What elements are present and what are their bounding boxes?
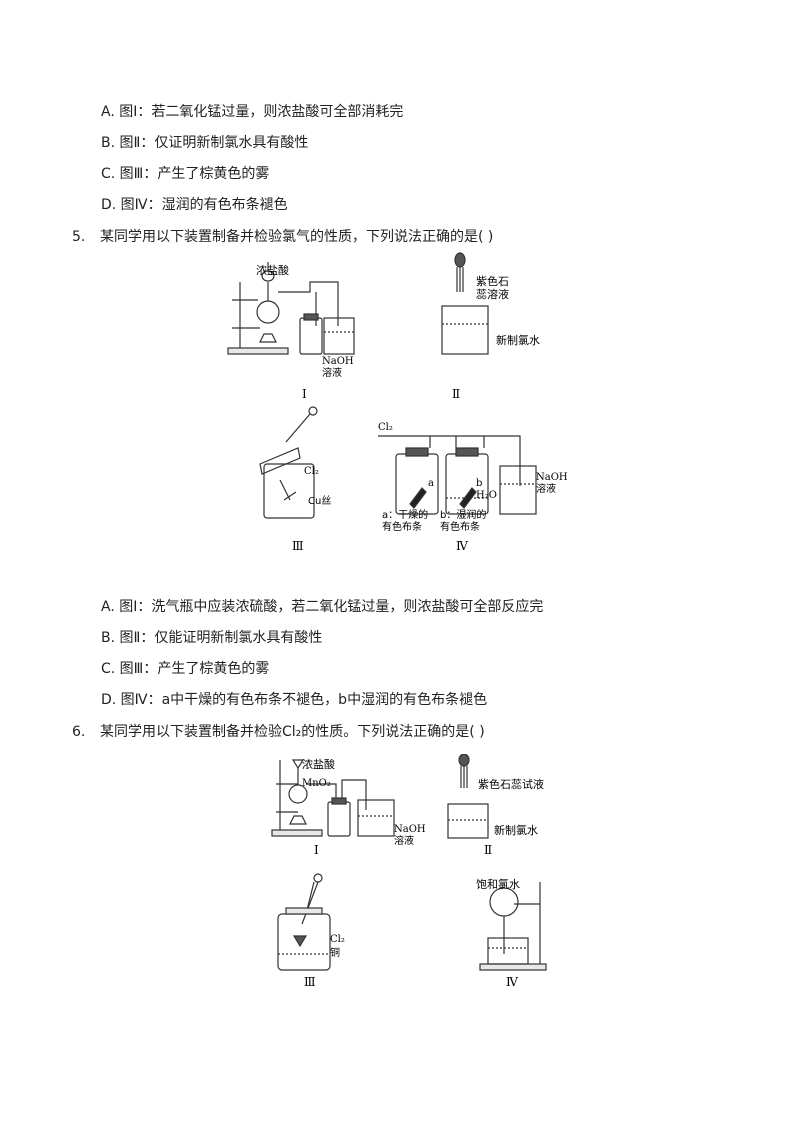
q4-option-a: A. 图Ⅰ：若二氧化锰过量，则浓盐酸可全部消耗完 bbox=[101, 104, 404, 120]
q5-iv-b-label: b bbox=[476, 478, 482, 489]
q5-option-b: B. 图Ⅱ：仅能证明新制氯水具有酸性 bbox=[101, 630, 323, 646]
q5-i-label: Ⅰ bbox=[302, 387, 307, 401]
q6-iii-metal-label: 铜 bbox=[330, 947, 340, 959]
q5-iv-caption-a-1: a：干燥的 bbox=[382, 508, 428, 521]
q5-i-naoh-label-1: NaOH bbox=[322, 356, 354, 367]
q5-apparatus-4 bbox=[378, 435, 537, 515]
q5-i-naoh-label-2: 溶液 bbox=[322, 366, 342, 379]
q5-figure: 浓盐酸 NaOH 溶液 Ⅰ 紫色石 蕊溶液 新制氯水 Ⅱ Cl₂ Cu丝 Ⅲ C… bbox=[227, 252, 568, 553]
q5-ii-dropper-label-2: 蕊溶液 bbox=[476, 287, 509, 301]
q6-figure: 浓盐酸 MnO₂ NaOH 溶液 Ⅰ 紫色石蕊试液 新制氯水 Ⅱ Cl₂ 铜 Ⅲ… bbox=[271, 754, 547, 989]
q6-number: 6. bbox=[72, 724, 86, 740]
q6-i-acid-label: 浓盐酸 bbox=[302, 757, 335, 771]
q5-iii-wire-label: Cu丝 bbox=[308, 495, 331, 507]
q4-option-d: D. 图Ⅳ：湿润的有色布条褪色 bbox=[101, 197, 288, 213]
q5-apparatus-1 bbox=[227, 262, 355, 355]
q4-option-c: C. 图Ⅲ：产生了棕黄色的雾 bbox=[101, 166, 270, 182]
q5-apparatus-2 bbox=[441, 252, 489, 355]
q5-iv-caption-b-2: 有色布条 bbox=[440, 520, 480, 533]
q5-iv-a-label: a bbox=[428, 478, 434, 489]
q5-iii-label: Ⅲ bbox=[292, 539, 304, 553]
q5-ii-label: Ⅱ bbox=[452, 387, 460, 401]
q5-iv-naoh-label-1: NaOH bbox=[536, 472, 568, 483]
q5-ii-water-label: 新制氯水 bbox=[496, 333, 540, 347]
q6-apparatus-4 bbox=[479, 882, 547, 971]
q5-option-c: C. 图Ⅲ：产生了棕黄色的雾 bbox=[101, 661, 270, 677]
q5-iv-gas-label: Cl₂ bbox=[378, 422, 393, 433]
q5-iv-caption-a-2: 有色布条 bbox=[382, 520, 422, 533]
q6-iv-flask-label: 饱和氯水 bbox=[476, 877, 520, 891]
q5-i-acid-label: 浓盐酸 bbox=[256, 263, 289, 277]
q5-option-a: A. 图Ⅰ：洗气瓶中应装浓硫酸，若二氧化锰过量，则浓盐酸可全部反应完 bbox=[101, 599, 544, 615]
q5-stem: 5. 某同学用以下装置制备并检验氯气的性质，下列说法正确的是( ) bbox=[72, 228, 493, 246]
q6-ii-dropper-label: 紫色石蕊试液 bbox=[478, 777, 544, 791]
q6-i-label: Ⅰ bbox=[314, 843, 319, 857]
q6-iii-gas-label: Cl₂ bbox=[330, 934, 345, 945]
q5-iii-gas-label: Cl₂ bbox=[304, 466, 319, 477]
q5-apparatus-3 bbox=[259, 406, 318, 519]
q6-ii-water-label: 新制氯水 bbox=[494, 823, 538, 837]
q6-iv-label: Ⅳ bbox=[506, 975, 519, 989]
q6-stem: 6. 某同学用以下装置制备并检验Cl₂的性质。下列说法正确的是( ) bbox=[72, 723, 485, 741]
q5-ii-dropper-label-1: 紫色石 bbox=[476, 274, 509, 288]
q5-iv-caption-b-1: b：湿润的 bbox=[440, 508, 486, 521]
q6-iii-label: Ⅲ bbox=[304, 975, 316, 989]
q6-i-naoh-label-2: 溶液 bbox=[394, 834, 414, 847]
q6-apparatus-3 bbox=[277, 873, 331, 971]
q6-apparatus-2 bbox=[447, 754, 489, 839]
q6-ii-label: Ⅱ bbox=[484, 843, 492, 857]
q5-option-d: D. 图Ⅳ：a中干燥的有色布条不褪色，b中湿润的有色布条褪色 bbox=[101, 692, 488, 708]
q5-iv-label: Ⅳ bbox=[456, 539, 469, 553]
q5-iv-naoh-label-2: 溶液 bbox=[536, 482, 556, 495]
q6-apparatus-1 bbox=[271, 759, 395, 837]
q6-stem-text: 某同学用以下装置制备并检验Cl₂的性质。下列说法正确的是( ) bbox=[100, 724, 485, 740]
q6-i-naoh-label-1: NaOH bbox=[394, 824, 426, 835]
q5-stem-text: 某同学用以下装置制备并检验氯气的性质，下列说法正确的是( ) bbox=[100, 229, 494, 245]
q5-number: 5. bbox=[72, 229, 86, 245]
q4-option-b: B. 图Ⅱ：仅证明新制氯水具有酸性 bbox=[101, 135, 309, 151]
q6-i-mno2-label: MnO₂ bbox=[302, 778, 331, 789]
q5-iv-h2o-label: H₂O bbox=[476, 490, 497, 501]
